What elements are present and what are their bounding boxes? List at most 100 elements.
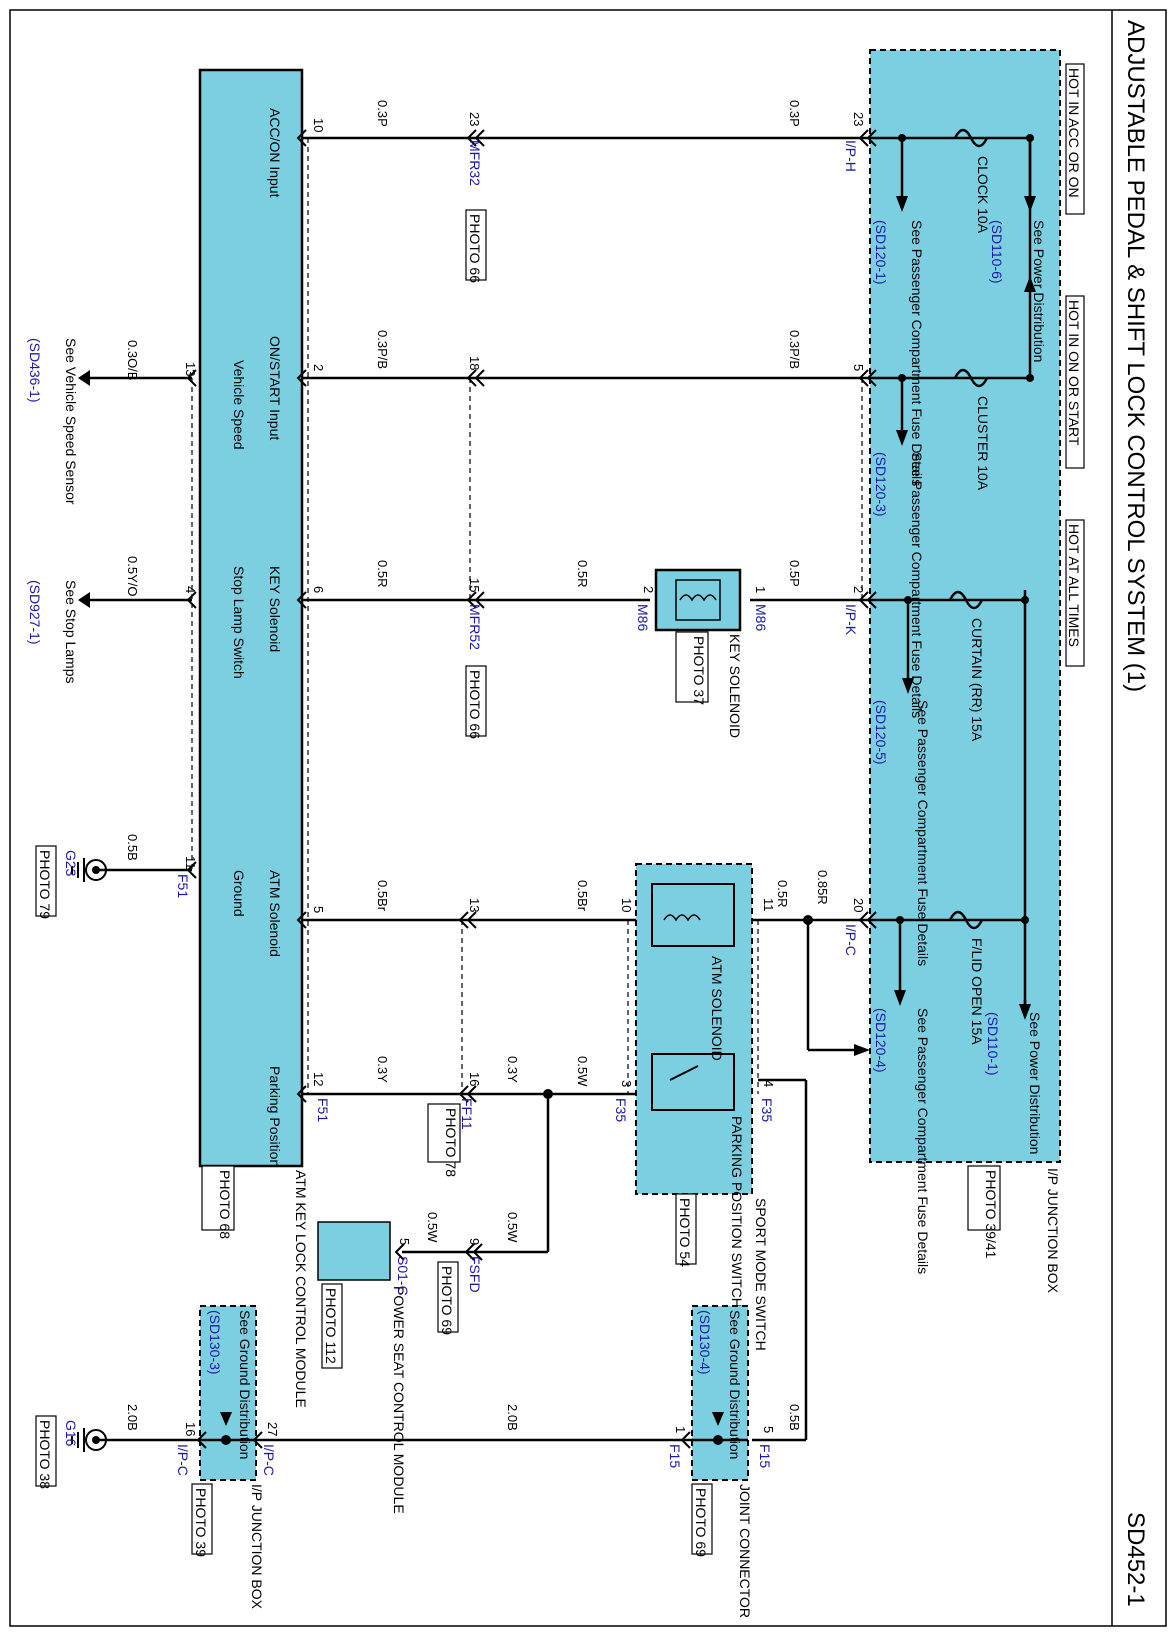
svg-text:0.3O/B: 0.3O/B [125, 340, 140, 380]
wire-labels: 0.3P 0.3P 0.3P/B 0.3P/B 0.5R 0.5R 0.5P 0… [125, 100, 830, 1431]
page-title: ADJUSTABLE PEDAL & SHIFT LOCK CONTROL SY… [1122, 20, 1149, 692]
svg-text:PHOTO 69: PHOTO 69 [693, 1488, 709, 1557]
svg-text:13: 13 [183, 362, 198, 376]
svg-text:16: 16 [183, 1422, 198, 1436]
pin-label-gnd: Ground [231, 870, 247, 917]
key-solenoid-coil-box [675, 579, 721, 621]
svg-text:0.5Br: 0.5Br [375, 880, 390, 912]
svg-text:PHOTO 79: PHOTO 79 [37, 850, 53, 919]
svg-text:18: 18 [467, 356, 482, 370]
svg-text:23: 23 [467, 112, 482, 126]
svg-text:2.0B: 2.0B [505, 1404, 520, 1431]
arrow-pass2: See Passenger Compartment Fuse Details [896, 378, 925, 718]
key-solenoid-photo: PHOTO 37 [675, 631, 709, 705]
svg-text:3: 3 [619, 1080, 634, 1087]
conn-f35-2: F35 [613, 1098, 629, 1122]
pin-label-stop: Stop Lamp Switch [231, 566, 247, 679]
svg-text:PHOTO 39/41: PHOTO 39/41 [983, 1170, 999, 1259]
conn-f35-1: F35 [759, 1098, 775, 1122]
svg-text:PHOTO 39: PHOTO 39 [193, 1488, 209, 1557]
parking-switch-label: PARKING POSITION SWITCH [729, 1116, 745, 1308]
atm-key-lock-module [198, 68, 304, 1168]
svg-text:0.5Br: 0.5Br [575, 880, 590, 912]
conn-f51-2: F51 [175, 874, 191, 898]
svg-text:CURTAIN (RR) 15A: CURTAIN (RR) 15A [969, 618, 985, 742]
conn-f15-1: F15 [757, 1444, 773, 1468]
svg-text:PHOTO 54: PHOTO 54 [677, 1198, 693, 1267]
sport-mode-photo: PHOTO 54 [675, 1193, 697, 1267]
svg-text:See Power Distribution: See Power Distribution [1031, 220, 1047, 362]
gnd-dist2: See Ground Distribution [237, 1310, 253, 1459]
svg-text:2.0B: 2.0B [125, 1404, 140, 1431]
arrow-power1: See Power Distribution [1024, 138, 1047, 362]
svg-text:15: 15 [467, 578, 482, 592]
arrow-pass3: See Passenger Compartment Fuse Details [902, 600, 931, 966]
svg-text:PHOTO 66: PHOTO 66 [467, 214, 483, 283]
svg-text:See Passenger Compartment Fuse: See Passenger Compartment Fuse Details [909, 452, 925, 718]
fuse-curtain: CURTAIN (RR) 15A [862, 590, 1029, 742]
pin-label-atm: ATM Solenoid [267, 870, 283, 957]
svg-text:PHOTO 78: PHOTO 78 [443, 1108, 459, 1177]
svg-text:5: 5 [761, 1426, 776, 1433]
svg-text:0.3P/B: 0.3P/B [787, 330, 802, 369]
chevron-s01c [394, 1243, 405, 1261]
svg-text:CLOCK 10A: CLOCK 10A [975, 156, 991, 234]
conn-mfr32: MFR32 [467, 140, 483, 186]
conn-g23: G23 [63, 850, 79, 877]
jc-splice [713, 1435, 723, 1445]
conn-ip-k: I/P-K [843, 604, 859, 636]
conn-f15-2: F15 [667, 1444, 683, 1468]
svg-text:23: 23 [851, 112, 866, 126]
svg-text:11: 11 [761, 898, 776, 912]
svg-text:20: 20 [851, 898, 866, 912]
svg-text:HOT AT ALL TIMES: HOT AT ALL TIMES [1066, 524, 1082, 647]
sport-mode-label: SPORT MODE SWITCH [753, 1198, 769, 1351]
ip-junction-box [869, 49, 1061, 1163]
joint-connector-label: JOINT CONNECTOR [737, 1484, 753, 1618]
photo-fsfd: PHOTO 69 [437, 1261, 459, 1335]
svg-text:4: 4 [761, 1080, 776, 1087]
pin-label-vs: Vehicle Speed [231, 360, 247, 450]
svg-text:See Passenger Compartment Fuse: See Passenger Compartment Fuse Details [909, 220, 925, 486]
splice-flid [803, 915, 813, 925]
atm-solenoid-label: ATM SOLENOID [709, 956, 725, 1061]
svg-text:0.3P: 0.3P [375, 100, 390, 127]
photo-mfr32: PHOTO 66 [465, 209, 487, 283]
fuse-flid: F/LID OPEN 15A [862, 910, 1029, 1045]
svg-text:0.5W: 0.5W [505, 1212, 520, 1243]
svg-text:PHOTO 68: PHOTO 68 [217, 1170, 233, 1239]
pin-label-on: ON/START Input [267, 336, 283, 440]
svg-text:0.3P: 0.3P [787, 100, 802, 127]
coil-icon [663, 914, 701, 922]
key-solenoid [654, 568, 742, 632]
jbox-name: I/P JUNCTION BOX [1045, 1168, 1061, 1294]
svg-text:0.5R: 0.5R [775, 880, 790, 907]
vs-ref-code: (SD436-1) [27, 338, 43, 403]
pin-label-park: Parking Position [267, 1066, 283, 1167]
conn-m86-2: M86 [635, 604, 651, 631]
svg-text:10: 10 [619, 898, 634, 912]
conn-ff11: FF11 [459, 1098, 475, 1130]
svg-text:27: 27 [265, 1422, 280, 1436]
ref-pass2-code: (SD120-3) [873, 452, 889, 517]
power-seat-photo: PHOTO 112 [321, 1283, 343, 1369]
header-hot-all: HOT AT ALL TIMES [1065, 519, 1085, 667]
svg-text:0.3Y: 0.3Y [505, 1056, 520, 1083]
ip-jbox2-photo: PHOTO 39 [191, 1483, 213, 1557]
conn-fsfd: FSFD [467, 1256, 483, 1293]
ref-power1-code: (SD110-6) [989, 220, 1005, 284]
stop-ref: See Stop Lamps [63, 580, 79, 684]
stop-ref-code: (SD927-1) [27, 580, 43, 645]
svg-text:F/LID OPEN 15A: F/LID OPEN 15A [969, 938, 985, 1045]
svg-text:0.5R: 0.5R [375, 560, 390, 587]
svg-text:13: 13 [467, 898, 482, 912]
ground-g23-photo: PHOTO 79 [35, 845, 57, 919]
svg-text:1: 1 [753, 586, 768, 593]
svg-text:2: 2 [311, 364, 326, 371]
svg-text:5: 5 [851, 364, 866, 371]
page-code: SD452-1 [1122, 1512, 1149, 1607]
ref-pass3-code: (SD120-5) [873, 700, 889, 765]
header-hot-acc: HOT IN ACC OR ON [1065, 63, 1085, 215]
svg-text:0.3P/B: 0.3P/B [375, 330, 390, 369]
svg-text:See Passenger Compartment Fuse: See Passenger Compartment Fuse Details [915, 1008, 931, 1274]
